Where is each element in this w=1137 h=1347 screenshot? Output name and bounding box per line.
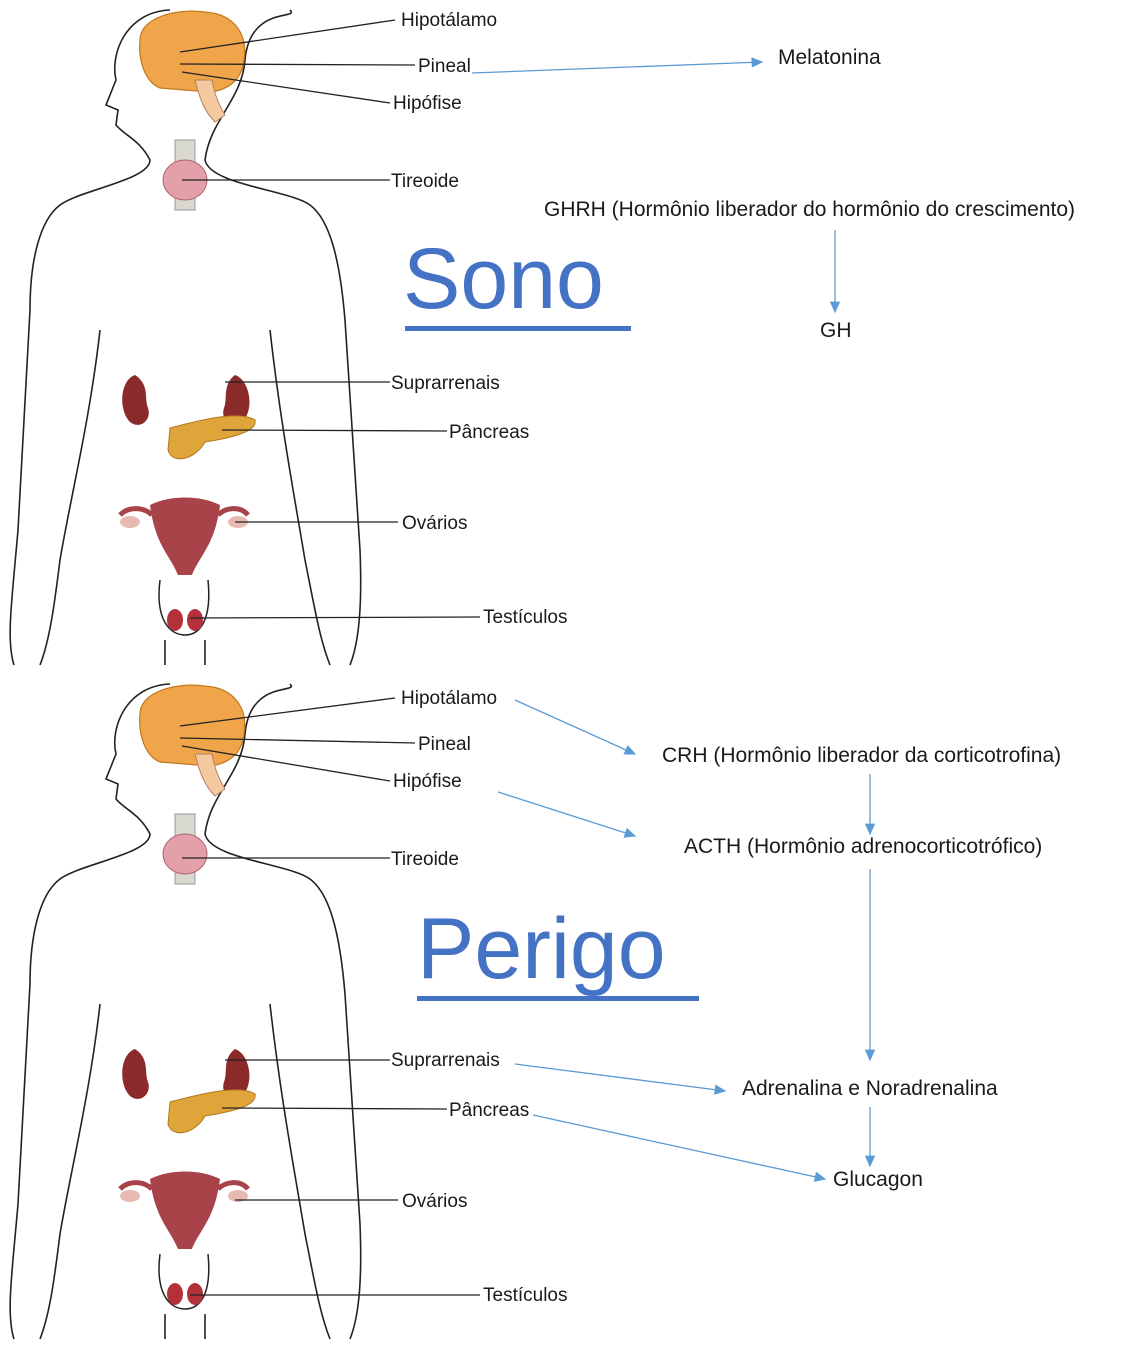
panel-title-sono: Sono bbox=[403, 236, 604, 322]
testes-icon bbox=[159, 1254, 209, 1309]
label-pancreas: Pâncreas bbox=[449, 1101, 529, 1120]
uterus-icon bbox=[120, 1172, 248, 1250]
kidney-left-icon bbox=[122, 375, 149, 425]
body-illustration-perigo bbox=[0, 674, 1137, 1347]
body-illustration-sono bbox=[0, 0, 1137, 673]
label-hypothalamus: Hipotálamo bbox=[401, 11, 497, 30]
title-underline bbox=[417, 996, 699, 1001]
label-testes: Testículos bbox=[483, 1286, 567, 1305]
arrow-pineal-melatonin bbox=[472, 62, 762, 73]
label-testes: Testículos bbox=[483, 608, 567, 627]
label-pancreas: Pâncreas bbox=[449, 423, 529, 442]
panel-perigo: Hipotálamo Pineal Hipófise Tireoide Supr… bbox=[0, 674, 1137, 1347]
label-thyroid: Tireoide bbox=[391, 850, 459, 869]
label-pineal: Pineal bbox=[418, 735, 471, 754]
hormone-melatonin: Melatonina bbox=[778, 47, 881, 68]
arrow-hypothalamus-crh bbox=[515, 700, 635, 754]
pancreas-icon bbox=[168, 1090, 255, 1133]
label-hypothalamus: Hipotálamo bbox=[401, 689, 497, 708]
thyroid-icon bbox=[163, 140, 207, 210]
title-underline bbox=[405, 326, 631, 331]
label-ovaries: Ovários bbox=[402, 514, 467, 533]
arrow-pancreas-glucagon bbox=[533, 1115, 825, 1179]
kidney-left-icon bbox=[122, 1049, 149, 1099]
hormone-acth: ACTH (Hormônio adrenocorticotrófico) bbox=[684, 836, 1042, 857]
panel-sono: Hipotálamo Pineal Hipófise Tireoide Supr… bbox=[0, 0, 1137, 673]
label-pituitary: Hipófise bbox=[393, 772, 462, 791]
brain-icon bbox=[140, 11, 245, 92]
panel-title-perigo: Perigo bbox=[417, 906, 666, 992]
label-ovaries: Ovários bbox=[402, 1192, 467, 1211]
label-pituitary: Hipófise bbox=[393, 94, 462, 113]
arrow-adrenals-adrenaline bbox=[515, 1064, 725, 1091]
label-thyroid: Tireoide bbox=[391, 172, 459, 191]
uterus-icon bbox=[120, 498, 248, 576]
hormone-glucagon: Glucagon bbox=[833, 1169, 923, 1190]
hormone-ghrh: GHRH (Hormônio liberador do hormônio do … bbox=[544, 199, 1075, 220]
hormone-crh: CRH (Hormônio liberador da corticotrofin… bbox=[662, 745, 1061, 766]
label-adrenals: Suprarrenais bbox=[391, 374, 500, 393]
thyroid-icon bbox=[163, 814, 207, 884]
label-pineal: Pineal bbox=[418, 57, 471, 76]
hormone-gh: GH bbox=[820, 320, 852, 341]
testes-icon bbox=[159, 580, 209, 635]
pancreas-icon bbox=[168, 416, 255, 459]
hormone-adrenaline: Adrenalina e Noradrenalina bbox=[742, 1078, 998, 1099]
label-adrenals: Suprarrenais bbox=[391, 1051, 500, 1070]
arrow-pituitary-acth bbox=[498, 792, 635, 836]
